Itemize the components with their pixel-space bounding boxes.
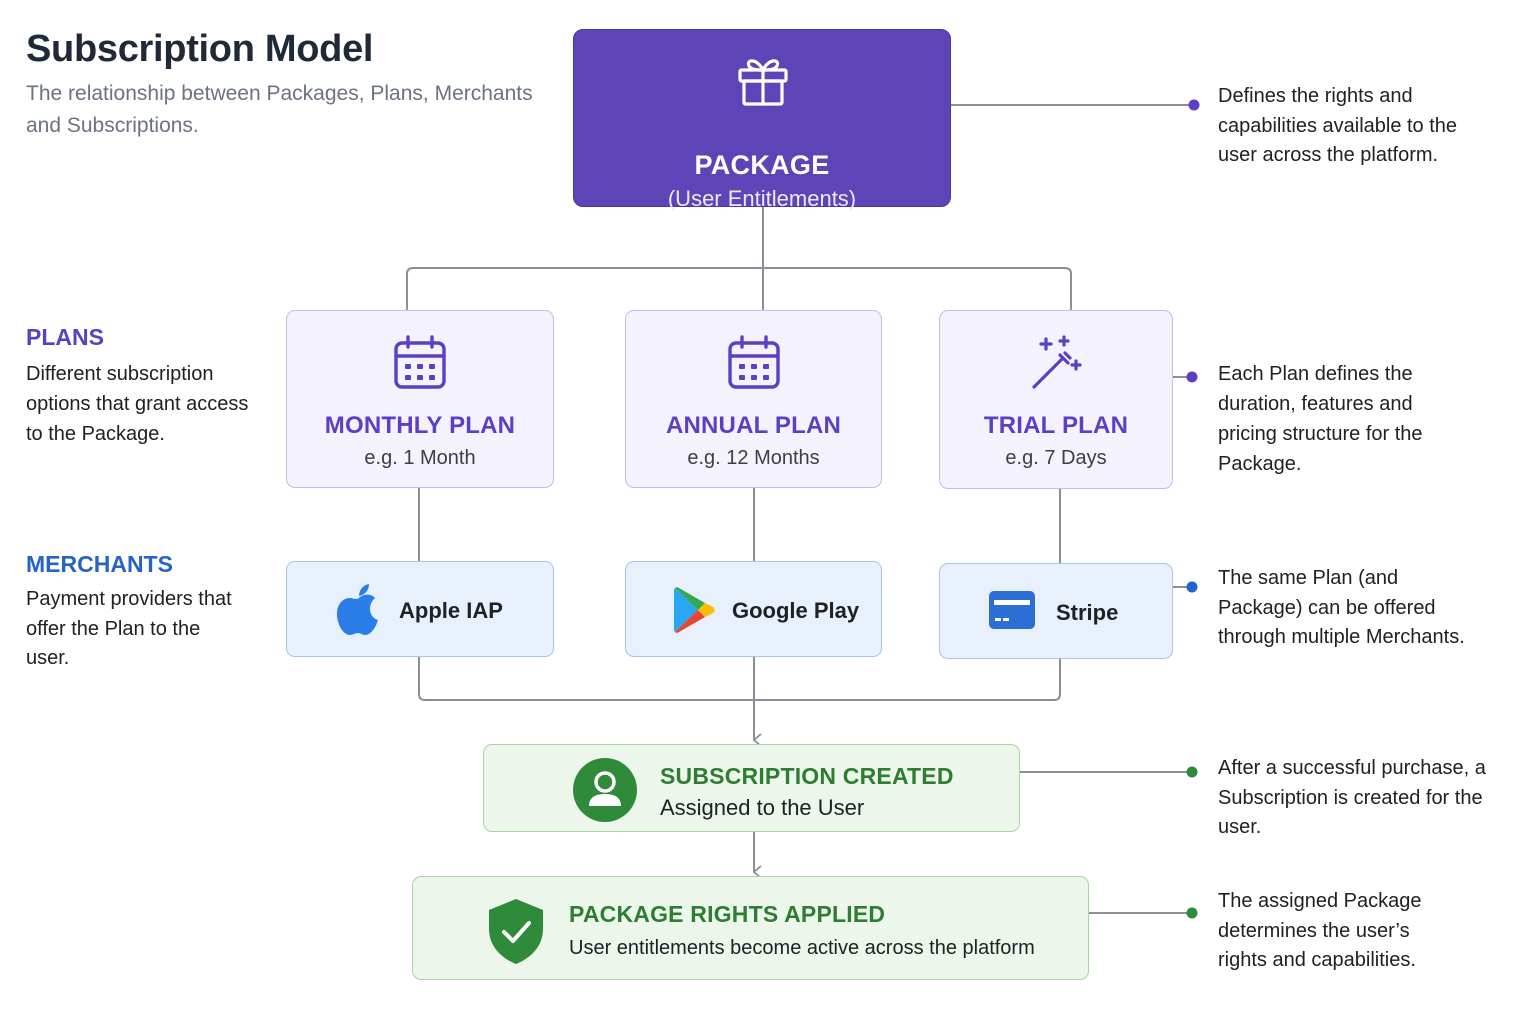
merchants-note-dot [1186, 581, 1198, 593]
plans-branch-connector [406, 267, 1072, 310]
plan-card-monthly: MONTHLY PLAN e.g. 1 Month [286, 310, 554, 488]
credit-card-icon [989, 591, 1035, 629]
subscription-note: After a successful purchase, a Subscript… [1218, 757, 1486, 838]
package-node: PACKAGE (User Entitlements) [573, 29, 951, 211]
merchants-merge-connector [418, 657, 1061, 701]
plans-note: Each Plan defines the duration, features… [1218, 363, 1423, 475]
plans-section-heading: PLANS [26, 324, 104, 350]
merchants-section-description: Payment providers that offer the Plan to… [26, 588, 232, 669]
plan-duration: e.g. 1 Month [364, 447, 476, 469]
subscription-title: SUBSCRIPTION CREATED [660, 763, 954, 789]
rights-subtitle: User entitlements become active across t… [569, 937, 1035, 959]
package-note: Defines the rights and capabilities avai… [1218, 85, 1458, 166]
subscription-note-dot [1186, 766, 1198, 778]
page-subtitle: The relationship between Packages, Plans… [26, 82, 533, 137]
package-title: PACKAGE [694, 150, 830, 180]
package-rights-node: PACKAGE RIGHTS APPLIED User entitlements… [412, 876, 1089, 980]
plan-title: ANNUAL PLAN [665, 412, 842, 439]
rights-note: The assigned Package determines the user… [1218, 890, 1422, 971]
merchant-card-apple: Apple IAP [286, 561, 554, 657]
merchants-note: The same Plan (and Package) can be offer… [1218, 567, 1465, 648]
package-note-dot [1188, 99, 1200, 111]
merchant-card-google: Google Play [625, 561, 882, 657]
magic-wand-icon [1032, 335, 1082, 389]
rights-note-dot [1186, 907, 1198, 919]
apple-icon [337, 584, 378, 635]
google-play-icon [674, 587, 715, 633]
rights-title: PACKAGE RIGHTS APPLIED [569, 901, 886, 927]
merchant-name: Stripe [1056, 600, 1119, 625]
plans-note-dot [1186, 371, 1198, 383]
user-icon [573, 758, 637, 822]
page-title: Subscription Model [26, 28, 374, 70]
plan-card-annual: ANNUAL PLAN e.g. 12 Months [625, 310, 882, 488]
plan-duration: e.g. 12 Months [687, 447, 820, 469]
package-subtitle: (User Entitlements) [667, 186, 857, 211]
merchant-name: Google Play [732, 598, 860, 623]
plan-card-trial: TRIAL PLAN e.g. 7 Days [939, 310, 1173, 489]
merchant-card-stripe: Stripe [939, 563, 1173, 659]
calendar-icon [394, 335, 446, 389]
plan-title: TRIAL PLAN [983, 412, 1129, 439]
calendar-icon [727, 335, 780, 389]
plans-section-description: Different subscription options that gran… [26, 363, 249, 445]
subscription-created-node: SUBSCRIPTION CREATED Assigned to the Use… [483, 744, 1020, 832]
plan-title: MONTHLY PLAN [324, 412, 516, 439]
merchants-section-heading: MERCHANTS [26, 551, 173, 577]
plan-duration: e.g. 7 Days [1005, 447, 1107, 469]
shield-check-icon [489, 899, 543, 964]
gift-icon [738, 59, 788, 106]
merchant-name: Apple IAP [399, 598, 503, 623]
subscription-subtitle: Assigned to the User [660, 795, 865, 820]
